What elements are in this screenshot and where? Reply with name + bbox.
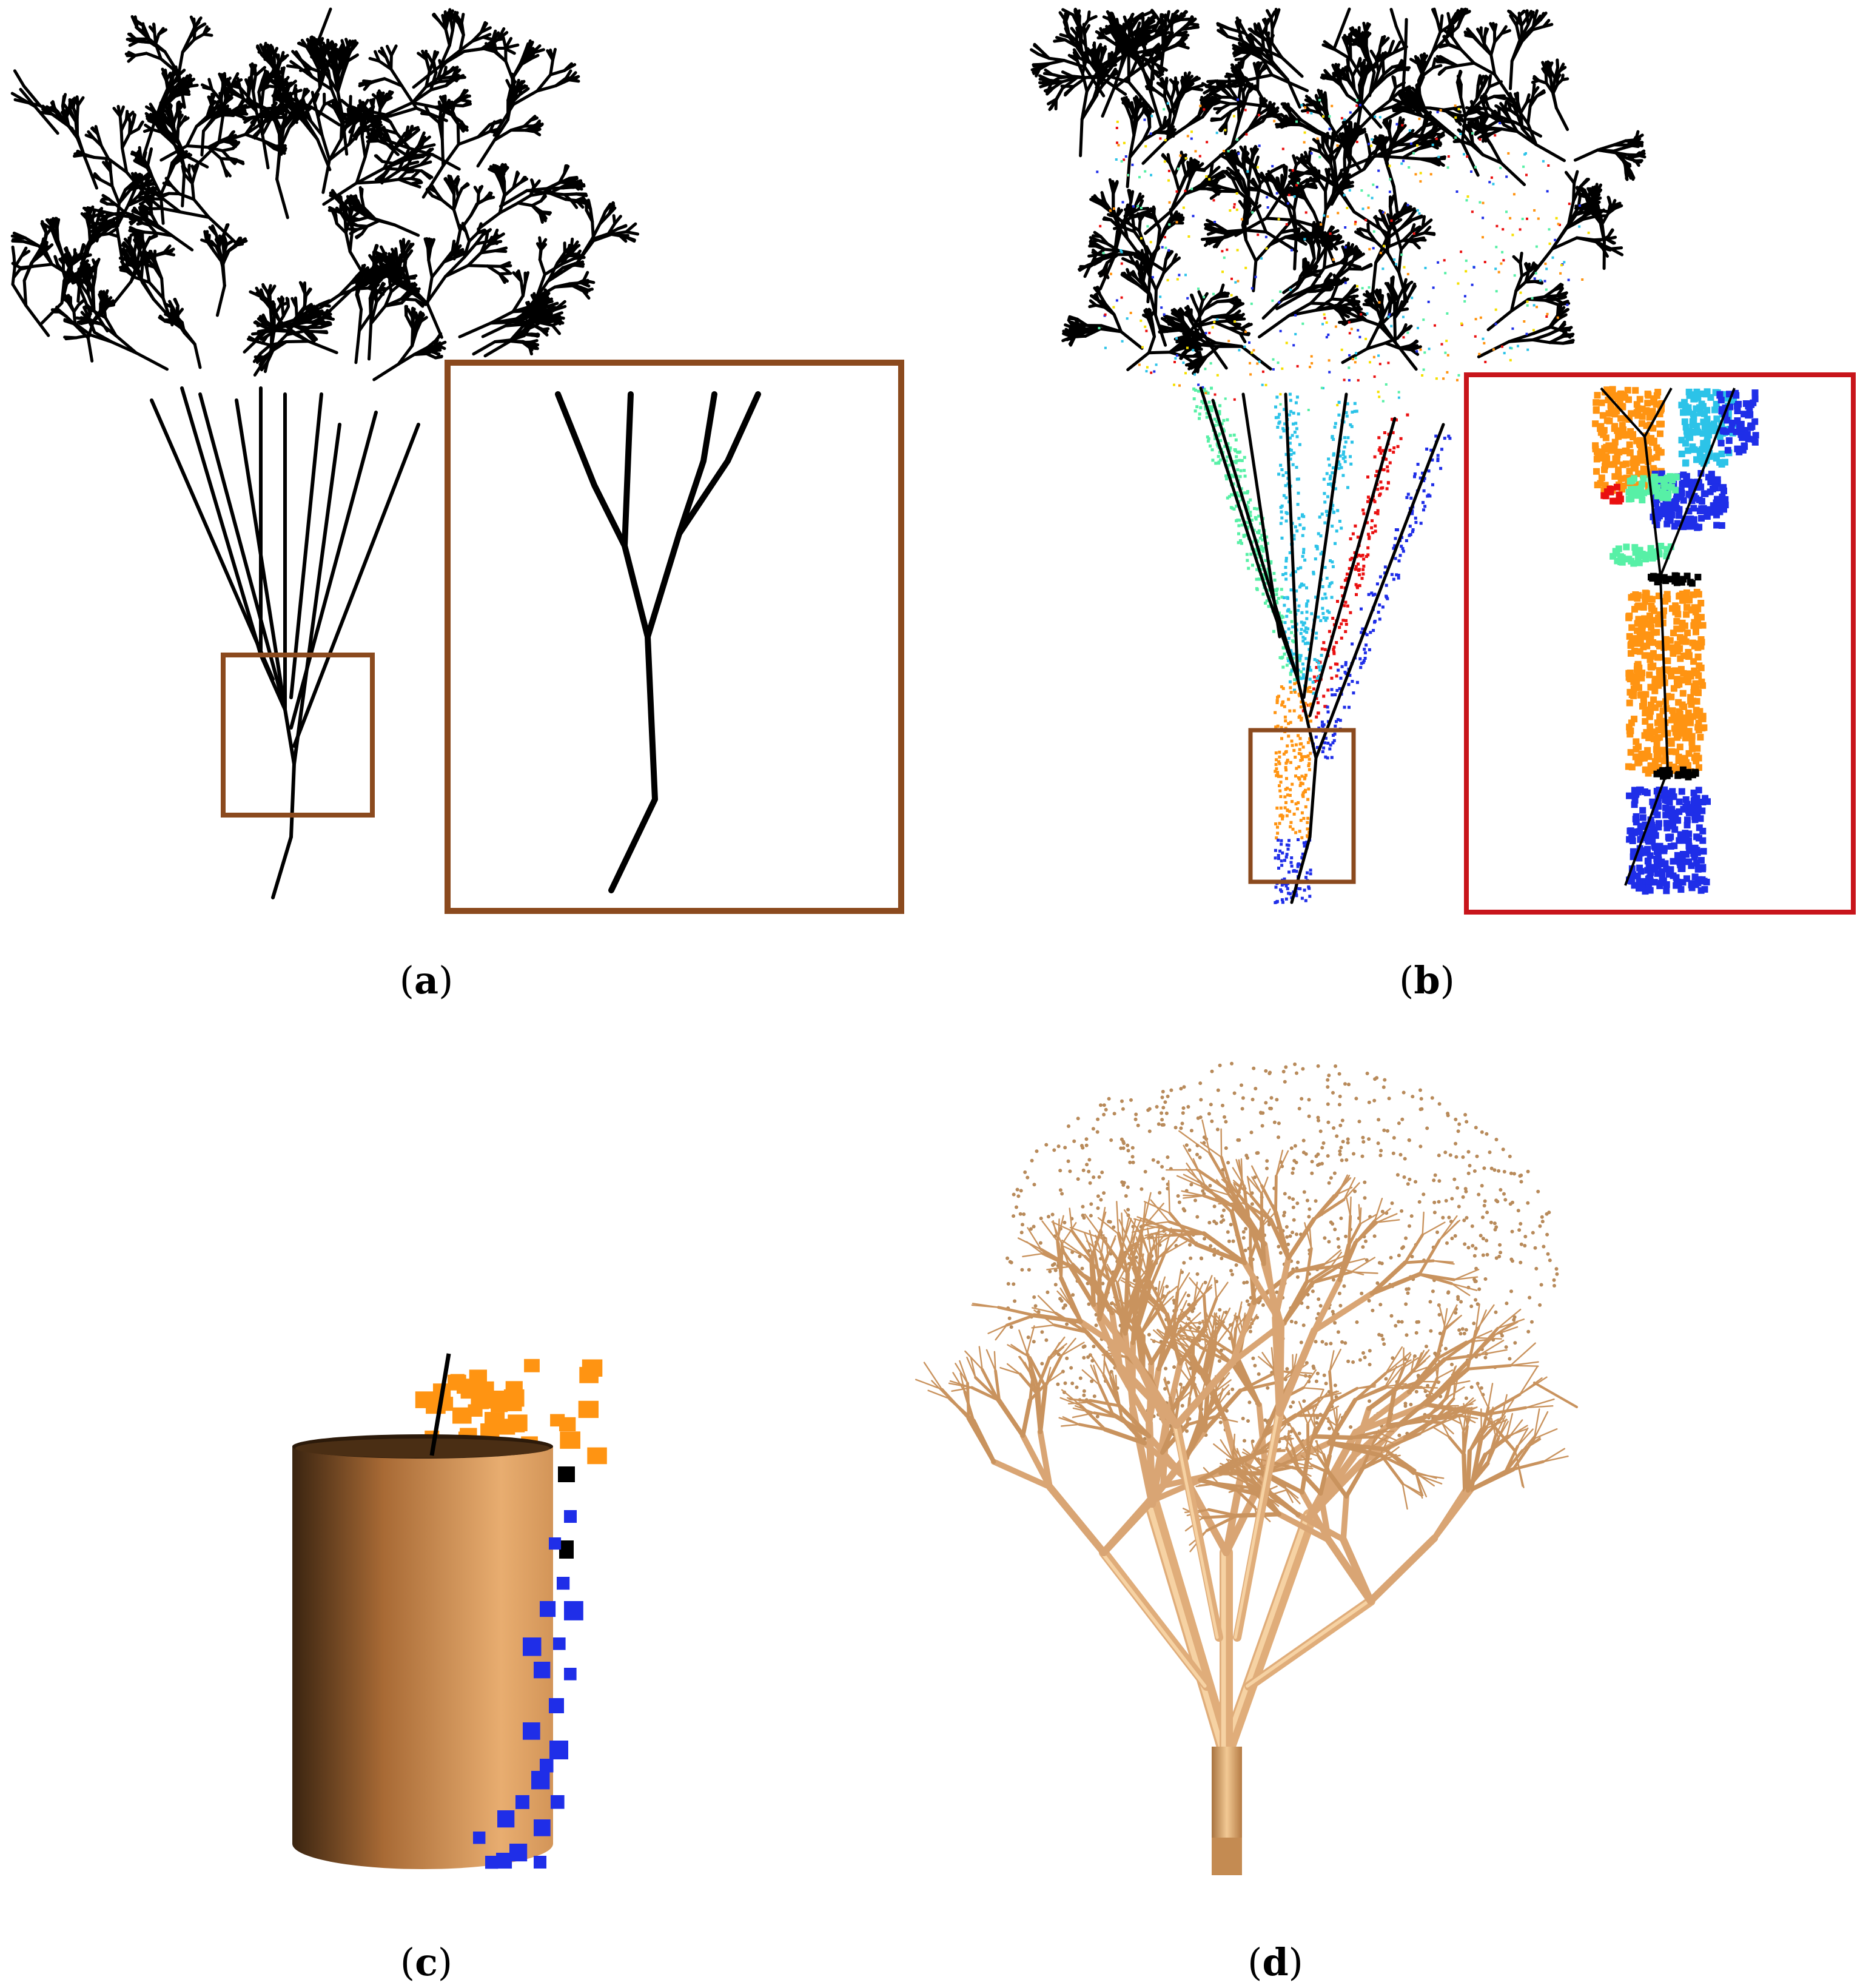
model-branches bbox=[915, 1119, 1578, 1761]
inset-skeleton-branches bbox=[555, 391, 761, 893]
zoom-source-box-b bbox=[1248, 728, 1356, 884]
cloud-skeleton-trunk bbox=[1199, 386, 1445, 904]
panel-b-segmented-cloud bbox=[1030, 7, 1856, 915]
panel-a-skeleton bbox=[10, 7, 904, 914]
cylinder-axis-line bbox=[429, 1353, 451, 1456]
side-blue-points bbox=[473, 1466, 583, 1869]
panel-c-cylinder-fit bbox=[292, 1353, 607, 1869]
fitted-cylinder bbox=[292, 1434, 553, 1869]
panel-d-reconstructed-tree bbox=[915, 1061, 1578, 1875]
cloud-crown bbox=[1030, 7, 1646, 375]
inset-skeleton-lines bbox=[1600, 387, 1736, 886]
skeleton-crown bbox=[10, 7, 640, 381]
caption-a: (a) bbox=[399, 958, 454, 1002]
caption-c: (c) bbox=[400, 1940, 453, 1984]
caption-b: (b) bbox=[1399, 958, 1455, 1002]
model-trunk bbox=[1212, 1747, 1242, 1875]
zoom-inset-a bbox=[445, 360, 904, 914]
zoom-inset-b bbox=[1464, 372, 1856, 915]
skeleton-trunk bbox=[150, 386, 420, 899]
inset-points bbox=[1592, 386, 1759, 895]
caption-d: (d) bbox=[1247, 1940, 1303, 1984]
zoom-source-box-a bbox=[221, 653, 375, 818]
